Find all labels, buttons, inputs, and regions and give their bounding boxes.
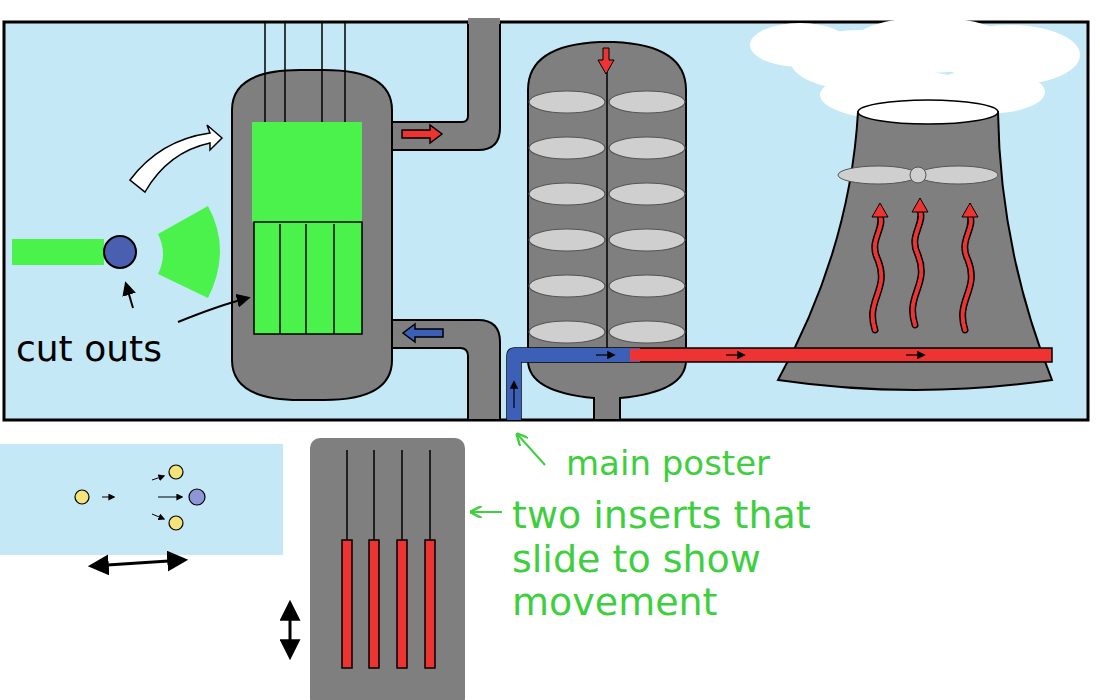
note-label: two inserts that slide to show movement [512, 494, 872, 625]
steam-pipe [392, 22, 500, 150]
flow-arrow [402, 125, 442, 143]
curved-arrow [130, 125, 222, 192]
slide-arrow [289, 604, 292, 656]
heat-arrows [873, 210, 972, 330]
fuel-cutout-top [252, 122, 362, 222]
flow-arrow [403, 324, 443, 342]
note-label: main poster [566, 444, 866, 483]
neutron-path-cutout [12, 239, 104, 265]
slide-arrow [92, 560, 184, 566]
coolant-pipe [507, 348, 1052, 420]
wedge-cutout [158, 206, 220, 298]
turbine [528, 42, 686, 420]
flow-arrow [598, 48, 614, 74]
main-poster [4, 22, 1088, 420]
neutron-cutout [104, 236, 136, 268]
return-pipe [392, 320, 500, 420]
fission-insert [0, 444, 283, 555]
callout-label: cut outs [16, 328, 216, 369]
control-rod-insert [310, 438, 465, 700]
turbine-blades [529, 91, 685, 343]
reactor-vessel [232, 70, 392, 400]
fuel-rod-cutout [254, 222, 362, 334]
control-rod-wires [265, 22, 345, 130]
